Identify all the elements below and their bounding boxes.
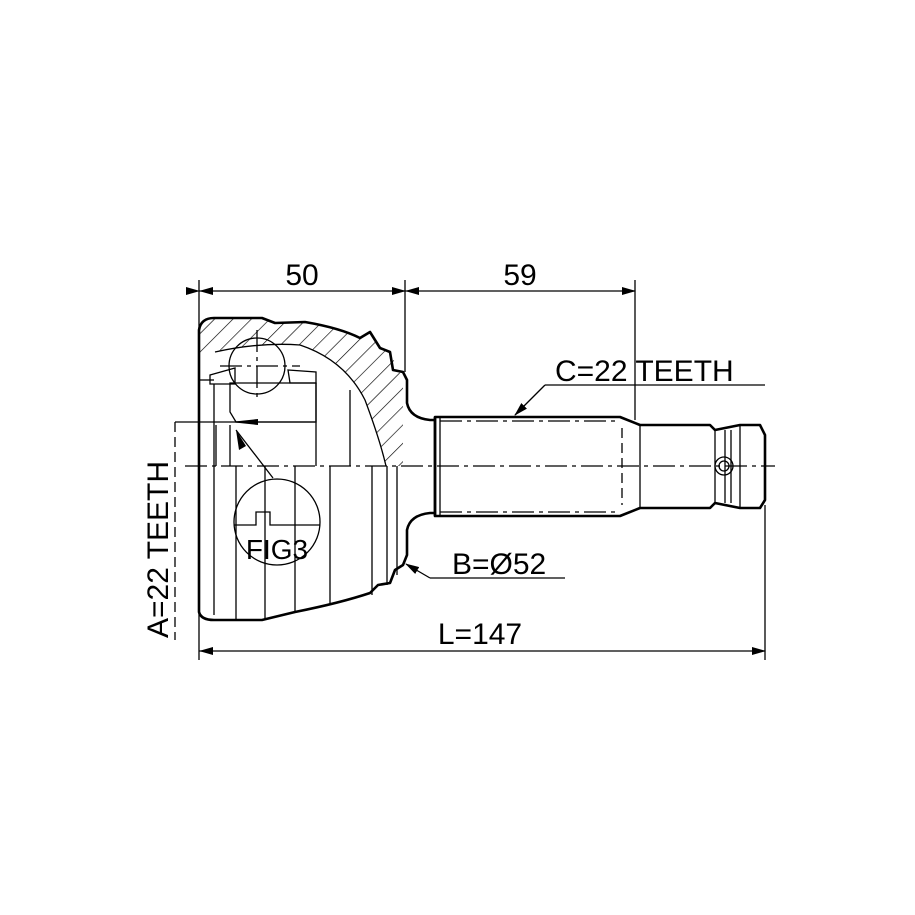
dimension-total-length: L=147 [199,618,766,655]
spline-inner-label: A=22 TEETH [142,461,175,638]
spline-inner-callout: A=22 TEETH [142,419,315,640]
spline-outer-callout: C=22 TEETH [514,355,765,416]
total-length-label: L=147 [438,618,522,651]
dimension-50: 50 [186,259,406,295]
diameter-callout: B=Ø52 [405,548,565,581]
joint-housing [197,316,435,622]
fig3-detail: FIG3 [233,429,321,566]
diameter-label: B=Ø52 [452,548,546,581]
fig3-label: FIG3 [246,534,308,565]
dim-50-label: 50 [285,259,318,292]
dimension-59: 59 [405,259,636,295]
dim-59-label: 59 [503,259,536,292]
spline-outer-label: C=22 TEETH [555,355,734,388]
